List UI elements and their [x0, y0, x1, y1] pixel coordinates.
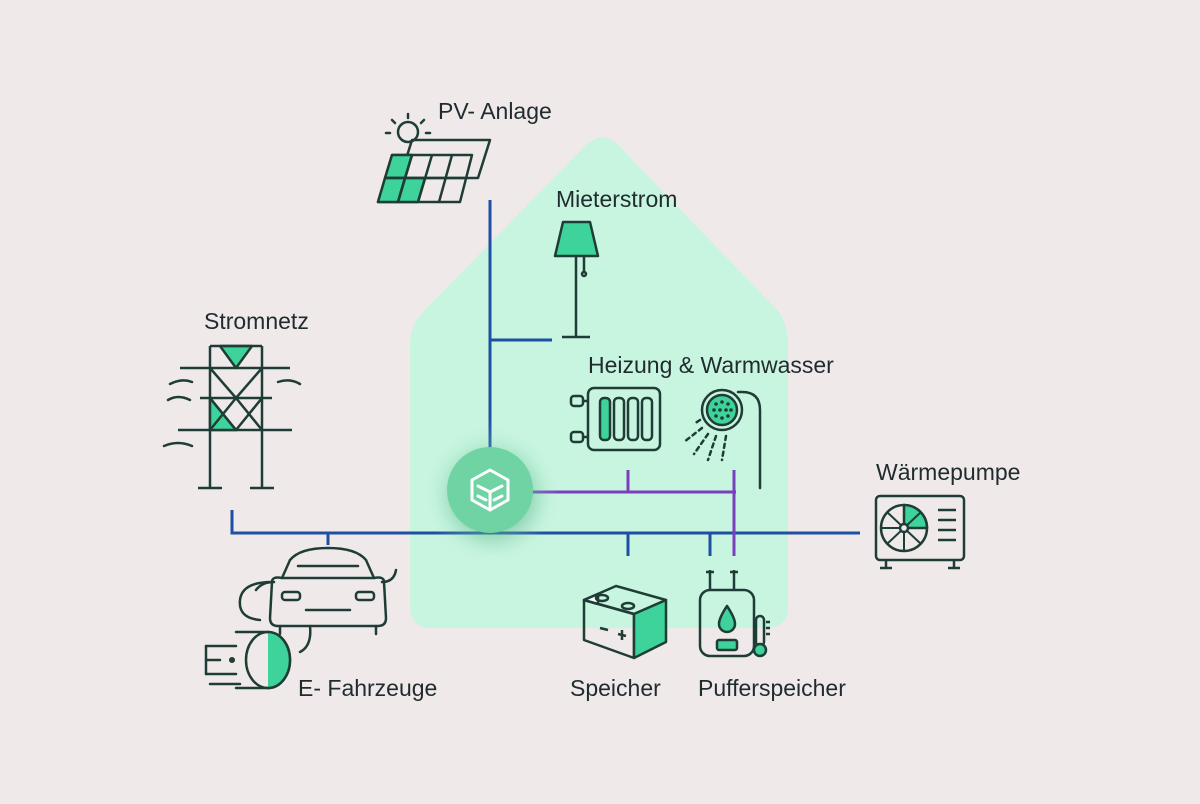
water-tank-icon [698, 570, 770, 658]
label-stromnetz: Stromnetz [204, 308, 309, 334]
heat-lines [528, 470, 736, 556]
energy-hub-logo-icon [470, 468, 510, 512]
solar-panel-icon [376, 112, 492, 204]
heat-pump-icon [874, 494, 966, 570]
electric-car-icon [204, 546, 398, 690]
energy-hub [420, 420, 560, 560]
label-waermepumpe: Wärmepumpe [876, 459, 1021, 485]
label-mieterstrom: Mieterstrom [556, 186, 678, 212]
label-heizung-warmwasser: Heizung & Warmwasser [588, 352, 834, 378]
radiator-icon [569, 386, 662, 452]
floor-lamp-icon [553, 220, 600, 339]
power-pylon-icon [162, 344, 302, 490]
label-e-fahrzeuge: E- Fahrzeuge [298, 675, 438, 701]
label-pv-anlage: PV- Anlage [438, 98, 552, 124]
label-speicher: Speicher [570, 675, 661, 701]
label-pufferspeicher: Pufferspeicher [698, 675, 846, 701]
battery-icon [582, 584, 668, 660]
shower-icon [682, 388, 762, 490]
